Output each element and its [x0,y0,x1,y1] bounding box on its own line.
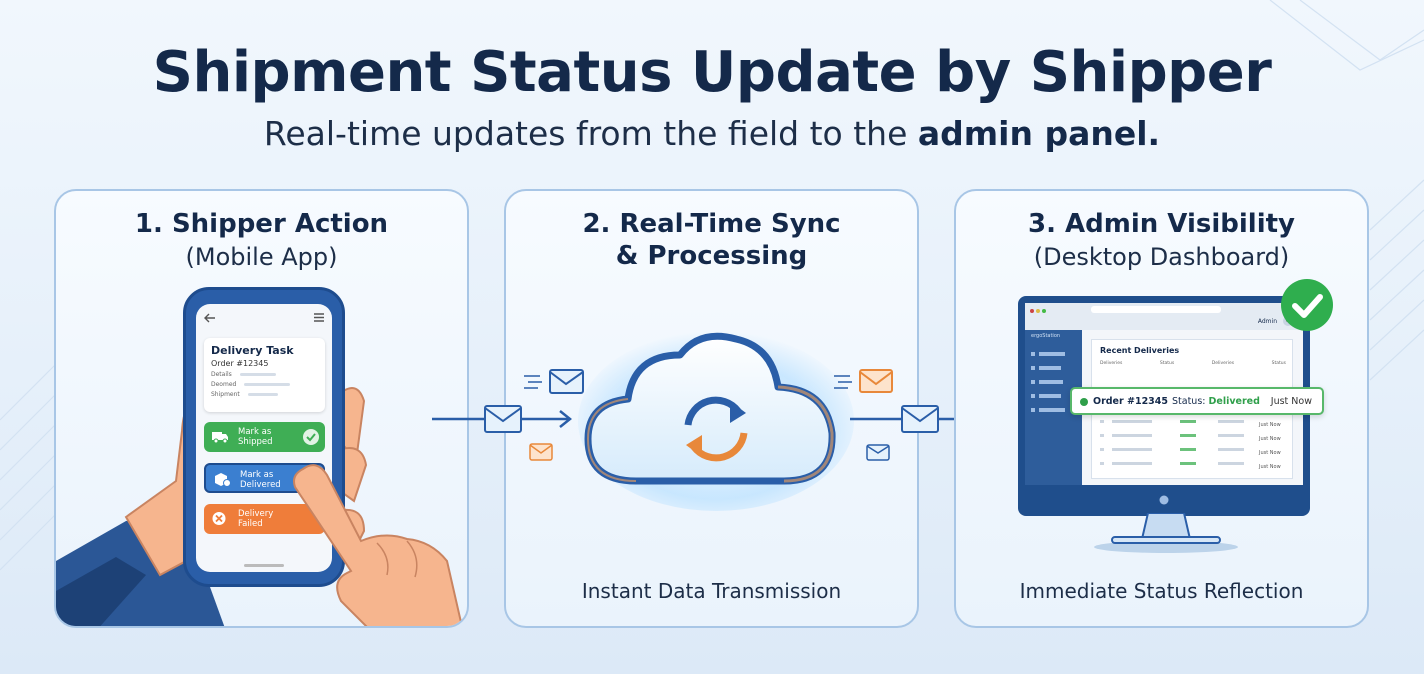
pointing-hand-illustration [293,464,463,626]
table-rows [1100,420,1244,465]
panel-title: 1. Shipper Action [134,209,389,239]
envelope-icon [524,369,584,394]
sidebar-menu[interactable] [1031,352,1075,422]
envelope-icon [901,405,939,433]
browser-header: Admin [1025,303,1303,330]
menu-icon[interactable] [314,313,324,322]
envelope-icon [866,444,890,461]
notification-time: Just Now [1270,396,1312,407]
panel-caption: Instant Data Transmission [581,579,842,603]
delivery-task-card: Delivery Task Order #12345 Details Deome… [204,338,325,412]
check-icon [1292,294,1323,318]
order-number: Order #12345 [211,359,269,368]
panel-subtitle: (Mobile App) [185,243,338,271]
panel-admin-visibility: 3. Admin Visibility (Desktop Dashboard) … [954,189,1369,628]
brand-logo: ergoStation [1031,333,1061,339]
notification-status: Status: Delivered [1172,396,1260,407]
envelope-icon [834,369,893,393]
package-check-icon [215,473,231,487]
panel-realtime-sync: 2. Real-Time Sync & Processing Instant D… [504,189,919,628]
mobile-phone: Delivery Task Order #12345 Details Deome… [183,287,345,587]
back-arrow-icon[interactable] [204,313,216,323]
power-button-icon [1159,495,1169,505]
detail-row: Deomed [211,381,318,388]
panel-shipper-action: 1. Shipper Action (Mobile App) Delivery … [54,189,469,628]
page-subtitle: Real-time updates from the field to the … [263,114,1161,153]
monitor-stand [1094,513,1238,553]
sync-cloud-illustration [578,331,854,511]
delivery-notification[interactable]: Order #12345 Status: Delivered Just Now [1070,387,1324,415]
phone-screen: Delivery Task Order #12345 Details Deome… [196,304,332,572]
app-topbar [196,304,332,332]
section-title: Recent Deliveries [1100,346,1180,355]
address-bar[interactable] [1091,306,1221,313]
admin-label: Admin [1257,318,1277,325]
envelope-icon [529,443,553,461]
home-indicator [244,564,284,567]
page-title: Shipment Status Update by Shipper [152,40,1272,105]
panel-subtitle: & Processing [615,241,808,271]
notification-order: Order #12345 [1093,396,1169,407]
panel-caption: Immediate Status Reflection [1019,579,1304,603]
window-controls-icon [1030,309,1046,313]
status-dot [1080,398,1088,406]
sync-icon [684,396,748,462]
envelope-icon [484,405,522,433]
detail-row: Shipment [211,391,318,398]
panel-title: 2. Real-Time Sync [582,209,841,239]
success-check-badge [1281,279,1333,331]
panel-subtitle: (Desktop Dashboard) [1033,243,1290,271]
close-circle-icon [212,512,226,525]
detail-row: Details [211,371,318,378]
truck-icon [212,432,228,444]
panel-title: 3. Admin Visibility [1027,209,1295,239]
card-title: Delivery Task [211,344,294,357]
check-icon [303,429,319,445]
